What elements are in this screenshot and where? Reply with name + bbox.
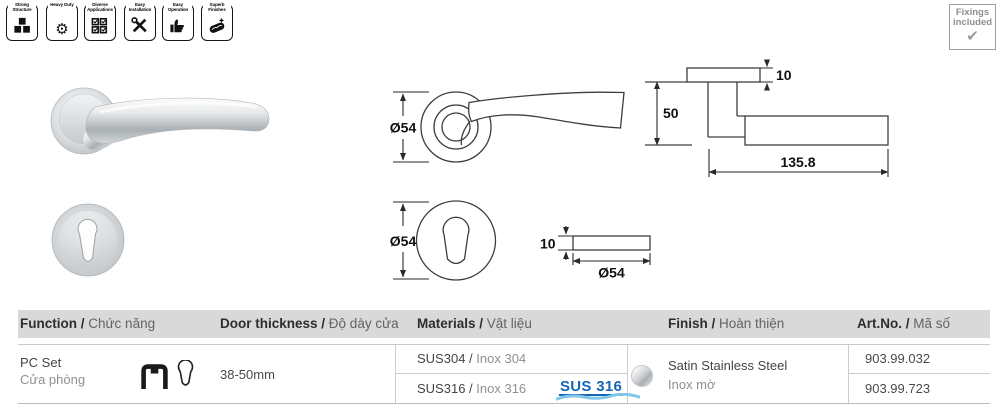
feature-heavy-duty: Heavy Duty ⚙ xyxy=(46,2,78,41)
feature-easy-installation: Easy Installation xyxy=(124,2,156,41)
side-view-drawing: 10 50 135.8 xyxy=(645,59,889,177)
check-icon: ✔ xyxy=(966,27,979,45)
material-sus304: SUS304 / Inox 304 xyxy=(417,351,527,366)
finish-cell: Satin Stainless Steel Inox mờ xyxy=(668,356,787,394)
fixings-label: Fixings included xyxy=(952,7,993,28)
column-header-finish: Finish / Hoàn thiện xyxy=(668,316,785,331)
lever-photo xyxy=(85,97,270,144)
material-sus316: SUS316 / Inox 316 xyxy=(417,381,527,396)
finish-name-vi: Inox mờ xyxy=(668,377,716,392)
finish-name: Satin Stainless Steel xyxy=(668,358,788,373)
spec-table-row: PC Set Cửa phòng 38-50mm SUS304 / Inox 3… xyxy=(18,344,990,404)
handle-photo xyxy=(50,87,270,155)
tools-icon xyxy=(125,17,155,39)
column-header-art-no: Art.No. / Mã số xyxy=(857,316,951,331)
feature-diverse-applications: Diverse Applications xyxy=(84,2,116,41)
column-header-function: Function / Chức năng xyxy=(20,316,156,331)
dim-escutcheon-depth: 10 xyxy=(540,236,556,252)
art-no-1: 903.99.032 xyxy=(865,351,931,366)
dim-rose-diameter: Ø54 xyxy=(390,120,417,136)
technical-drawings: Ø54 10 50 135.8 xyxy=(390,59,889,281)
art-no-2: 903.99.723 xyxy=(865,381,931,396)
spec-table-header: Function / Chức năng Door thickness / Độ… xyxy=(18,310,990,338)
divider xyxy=(848,373,990,374)
polished-finish-icon xyxy=(202,17,232,39)
thumb-up-icon xyxy=(163,17,193,39)
dim-rose-depth: 10 xyxy=(776,67,792,83)
feature-label: Easy Operation xyxy=(164,2,192,13)
profile-cylinder-icon xyxy=(176,359,195,392)
checklist-icon xyxy=(85,17,115,39)
front-view-drawing: Ø54 xyxy=(390,91,625,163)
sus316-logo: SUS 316 xyxy=(556,379,640,401)
spec-table: Function / Chức năng Door thickness / Độ… xyxy=(18,310,990,404)
escutcheon-front-drawing: Ø54 xyxy=(390,200,497,281)
dim-handle-length: 135.8 xyxy=(780,154,815,170)
finish-swatch xyxy=(631,365,653,387)
gear-icon: ⚙ xyxy=(55,20,69,38)
dim-escutcheon-diameter: Ø54 xyxy=(390,233,417,249)
feature-easy-operation: Easy Operation xyxy=(162,2,194,41)
door-thickness-value: 38-50mm xyxy=(220,367,275,382)
feature-strong-structure: Strong Structure xyxy=(6,2,38,41)
function-cell: PC Set Cửa phòng xyxy=(20,354,85,388)
escutcheon-photo xyxy=(51,203,125,277)
cubes-icon xyxy=(7,17,37,39)
feature-label: Heavy Duty xyxy=(48,2,76,8)
divider xyxy=(627,345,628,403)
dim-handle-height: 50 xyxy=(663,105,679,121)
function-name: PC Set xyxy=(20,355,62,370)
function-name-vi: Cửa phòng xyxy=(20,372,86,387)
divider xyxy=(848,345,849,403)
column-header-door-thickness: Door thickness / Độ dày cửa xyxy=(220,316,399,331)
divider xyxy=(395,345,396,403)
sus316-wave-icon xyxy=(556,393,640,401)
fixings-included-badge: Fixings included ✔ xyxy=(949,4,996,50)
feature-label: Strong Structure xyxy=(8,2,36,13)
column-header-materials: Materials / Vật liệu xyxy=(417,316,532,331)
feature-label: Superb Finishes xyxy=(203,2,231,13)
dim-escutcheon-side-diameter: Ø54 xyxy=(598,265,625,281)
product-photo xyxy=(50,87,270,277)
feature-superb-finishes: Superb Finishes xyxy=(201,2,233,41)
keyhole-cutout xyxy=(77,218,98,262)
escutcheon-side-drawing: 10 Ø54 xyxy=(540,226,651,281)
lever-pair-icon xyxy=(139,362,170,392)
feature-label: Easy Installation xyxy=(126,2,154,13)
feature-label: Diverse Applications xyxy=(86,2,114,13)
divider xyxy=(395,373,627,374)
